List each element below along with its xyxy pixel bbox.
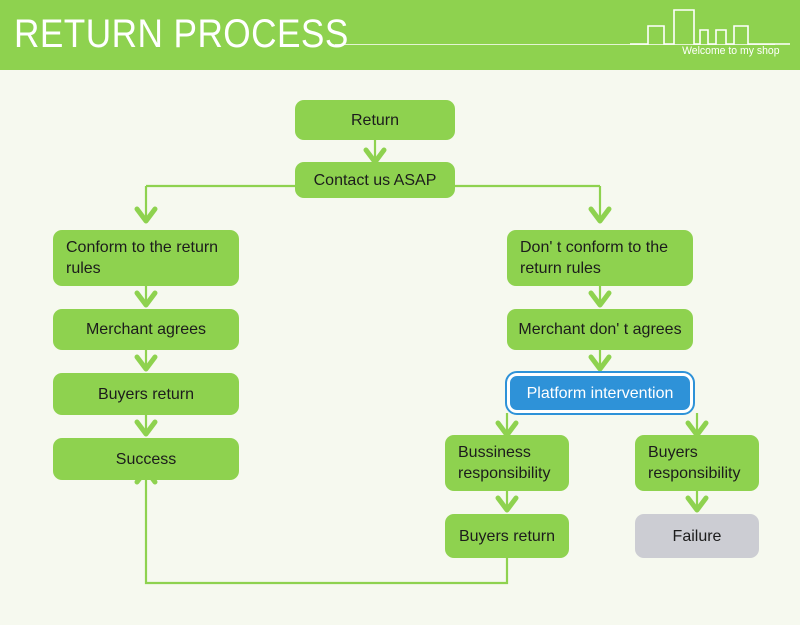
node-conform-to-return-rules[interactable]: Conform to the return rules [53,230,239,286]
arrowhead-buyers-return-to-success [134,419,158,437]
arrowhead-conform-to-merchant-agrees [134,290,158,308]
header-tagline: Welcome to my shop [682,45,780,57]
flowchart: Return Contact us ASAP Conform to the re… [0,70,800,625]
connector-layer [134,140,709,585]
node-return[interactable]: Return [295,100,455,140]
arrowhead-not-conform-to-merchant-dont [588,290,612,308]
node-buyers-return-left[interactable]: Buyers return [53,373,239,415]
node-not-conform-to-return-rules[interactable]: Don' t conform to the return rules [507,230,693,286]
arrowhead-buyers-resp-to-failure [685,495,709,513]
page-header: RETURN PROCESS Welcome to my shop [0,0,800,70]
arrowhead-merchant-agrees-to-buyers-return [134,354,158,372]
node-bussiness-responsibility[interactable]: Bussiness responsibility [445,435,569,491]
node-success[interactable]: Success [53,438,239,480]
node-merchant-agrees[interactable]: Merchant agrees [53,309,239,350]
arrowhead-merchant-dont-to-platform [588,354,612,372]
header-divider-rule [335,44,775,45]
node-buyers-responsibility[interactable]: Buyers responsibility [635,435,759,491]
page-title: RETURN PROCESS [14,12,349,56]
node-platform-intervention[interactable]: Platform intervention [505,371,695,415]
node-buyers-return-right[interactable]: Buyers return [445,514,569,558]
node-merchant-dont-agrees[interactable]: Merchant don' t agrees [507,309,693,350]
arrowhead-contact-to-conform [134,206,158,224]
arrowhead-business-resp-to-buyers-return [495,495,519,513]
node-failure[interactable]: Failure [635,514,759,558]
arrowhead-contact-to-not-conform [588,206,612,224]
connector-feedback-loop-to-success [144,472,509,585]
node-contact-us-asap[interactable]: Contact us ASAP [295,162,455,198]
city-skyline-icon [630,9,790,45]
